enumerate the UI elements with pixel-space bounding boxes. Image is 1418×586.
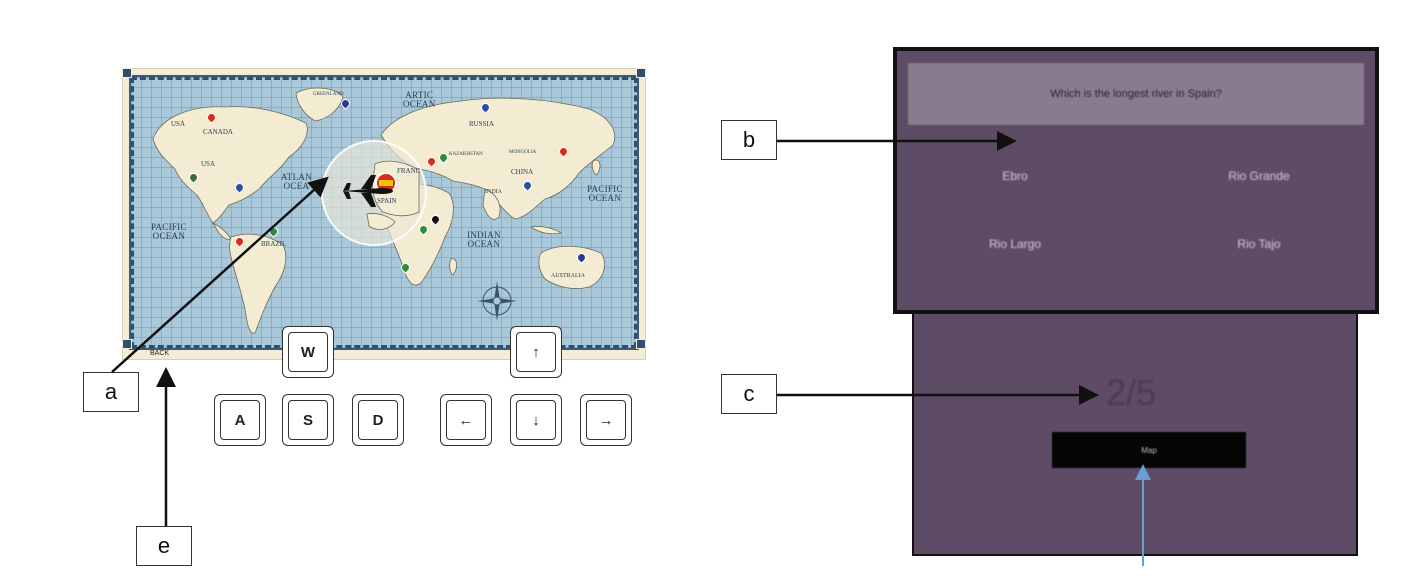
score-panel: 2/5 Map: [912, 314, 1358, 556]
annotation-label-b: b: [721, 120, 777, 160]
map-corner: [636, 68, 646, 78]
key-d: D: [352, 394, 404, 446]
world-map[interactable]: SPAIN FRANC ARTIC OCEAN ATLAN OCEA PACIF…: [122, 68, 646, 360]
key-right: →: [580, 394, 632, 446]
label-indian-ocean: INDIAN OCEAN: [467, 230, 501, 249]
key-w: W: [282, 326, 334, 378]
annotation-label-a: a: [83, 372, 139, 412]
label-atlantic-ocean: ATLAN OCEA: [281, 172, 312, 191]
label-artic-ocean: ARTIC OCEAN: [403, 90, 436, 109]
label-greenland: GREENLAND: [313, 92, 344, 97]
label-spain: SPAIN: [377, 197, 397, 205]
key-a: A: [214, 394, 266, 446]
key-s-label: S: [288, 400, 328, 440]
answer-option-1[interactable]: Ebro: [1002, 169, 1028, 183]
map-corner: [122, 68, 132, 78]
compass-rose: [477, 281, 517, 321]
label-usa-top: USA: [171, 120, 186, 128]
label-brazil: BRAZIL: [261, 240, 287, 248]
label-canada: CANADA: [203, 128, 233, 136]
key-d-label: D: [358, 400, 398, 440]
key-right-label: →: [586, 400, 626, 440]
answer-option-3[interactable]: Rio Largo: [988, 237, 1042, 251]
label-france: FRANC: [397, 167, 421, 175]
back-button[interactable]: BACK: [150, 350, 170, 357]
key-left-label: ←: [446, 400, 486, 440]
annotation-label-e: e: [136, 526, 192, 566]
label-china: CHINA: [511, 168, 534, 176]
score-counter: 2/5: [1106, 372, 1157, 413]
answer-option-2[interactable]: Rio Grande: [1228, 169, 1290, 183]
label-mongolia: MONGOLIA: [509, 150, 537, 155]
label-australia: AUSTRALIA: [551, 273, 585, 279]
magnifier-lens: SPAIN FRANC: [321, 140, 427, 246]
key-down-label: ↓: [516, 400, 556, 440]
key-down: ↓: [510, 394, 562, 446]
label-russia: RUSSIA: [469, 120, 494, 128]
key-a-label: A: [220, 400, 260, 440]
continents: [152, 87, 615, 334]
map-corner: [636, 339, 646, 349]
key-up: ↑: [510, 326, 562, 378]
key-s: S: [282, 394, 334, 446]
label-pacific-ocean-right: PACIFIC OCEAN: [587, 184, 623, 203]
map-button[interactable]: Map: [1052, 432, 1246, 468]
map-corner: [122, 339, 132, 349]
airplane-icon[interactable]: [341, 173, 395, 209]
annotation-label-c: c: [721, 374, 777, 414]
key-up-label: ↑: [516, 332, 556, 372]
label-usa: USA: [201, 160, 216, 168]
question-text: Which is the longest river in Spain?: [908, 63, 1364, 125]
quiz-panel: Which is the longest river in Spain? Ebr…: [893, 47, 1379, 314]
map-ocean: SPAIN FRANC ARTIC OCEAN ATLAN OCEA PACIF…: [129, 75, 639, 350]
answer-option-4[interactable]: Rio Tajo: [1237, 237, 1281, 251]
label-pacific-ocean-left: PACIFIC OCEAN: [151, 222, 187, 241]
key-left: ←: [440, 394, 492, 446]
key-w-label: W: [288, 332, 328, 372]
label-india: INDIA: [485, 189, 502, 195]
label-kazakhstan: KAZAKHSTAN: [449, 152, 483, 157]
